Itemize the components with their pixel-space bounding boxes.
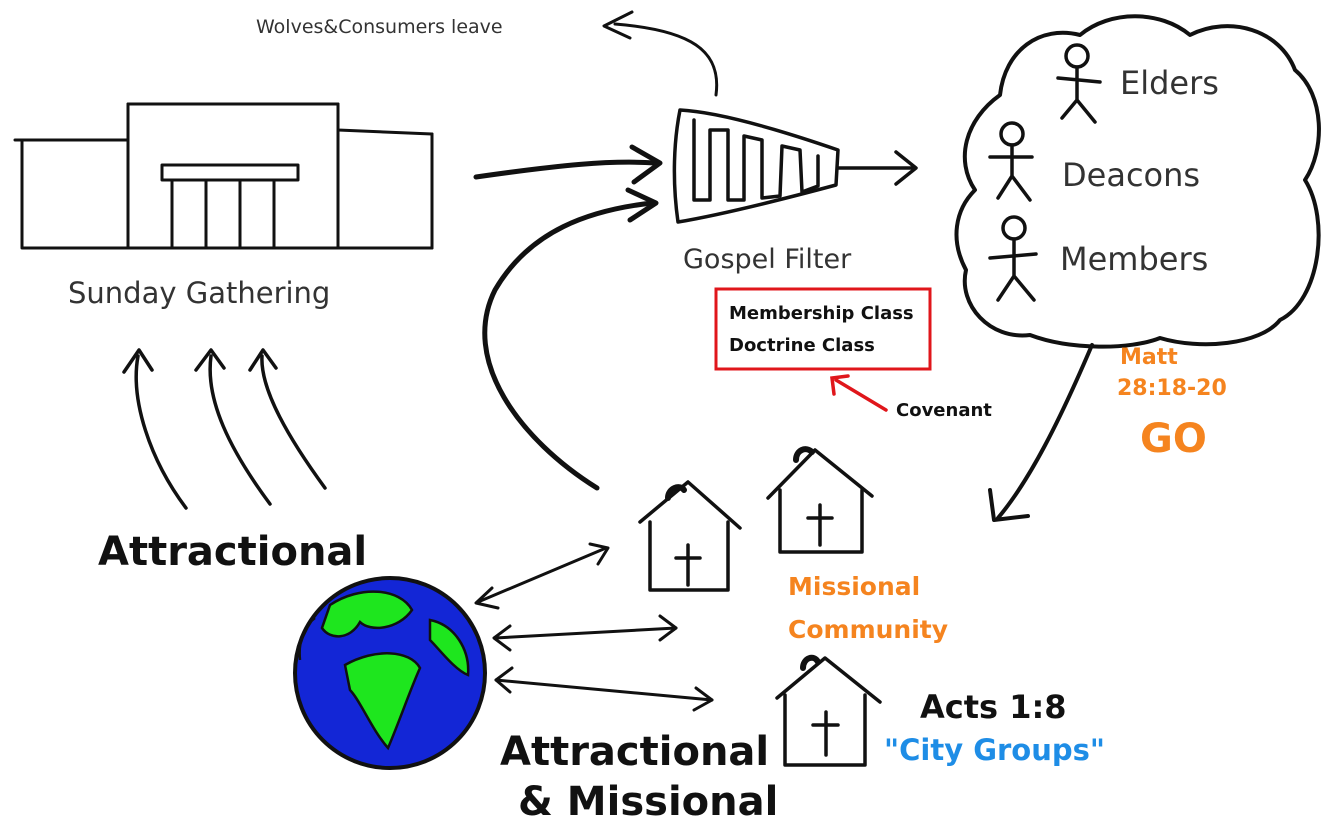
cloud-icon: [954, 14, 1321, 349]
arrow-icon: [602, 10, 719, 97]
doctrine-class-label: Doctrine Class: [729, 335, 875, 356]
go-label: GO: [1140, 416, 1207, 462]
globe-icon: [293, 576, 487, 770]
missional-community-label-line2: Community: [788, 615, 948, 644]
covenant-arrow-icon: [830, 374, 888, 412]
attractional-missional-label-line2: & Missional: [518, 779, 778, 825]
attractional-missional-label-line1: Attractional: [500, 729, 769, 775]
covenant-label: Covenant: [896, 400, 992, 421]
church-building-icon: [13, 102, 434, 250]
gospel-filter-funnel-icon: [672, 108, 840, 224]
arrow-icon: [473, 144, 663, 185]
arrow-icon: [482, 187, 659, 491]
stick-figure-icon: [988, 121, 1034, 202]
house-icon: [638, 480, 742, 592]
arrow-icon: [836, 150, 918, 186]
wolves-leave-label: Wolves&Consumers leave: [256, 16, 503, 38]
arrow-icon: [988, 343, 1094, 522]
stick-figure-icon: [1056, 43, 1102, 124]
members-label: Members: [1060, 240, 1208, 278]
stick-figure-icon: [988, 215, 1038, 302]
house-icon: [766, 446, 874, 554]
sunday-gathering-label: Sunday Gathering: [68, 276, 330, 310]
attractional-label: Attractional: [98, 529, 367, 575]
gospel-filter-label: Gospel Filter: [683, 244, 852, 275]
acts-label: Acts 1:8: [920, 688, 1067, 726]
globe-arrows-icon: [474, 542, 714, 712]
city-groups-label: "City Groups": [884, 733, 1105, 767]
matt-reference-label: 28:18-20: [1117, 376, 1227, 401]
elders-label: Elders: [1120, 64, 1219, 102]
classes-box: [714, 287, 932, 371]
matt-label: Matt: [1120, 345, 1178, 370]
house-icon: [775, 654, 882, 767]
attractional-arrows-icon: [122, 348, 327, 510]
membership-class-label: Membership Class: [729, 303, 914, 324]
missional-community-label-line1: Missional: [788, 572, 920, 601]
deacons-label: Deacons: [1062, 156, 1200, 194]
